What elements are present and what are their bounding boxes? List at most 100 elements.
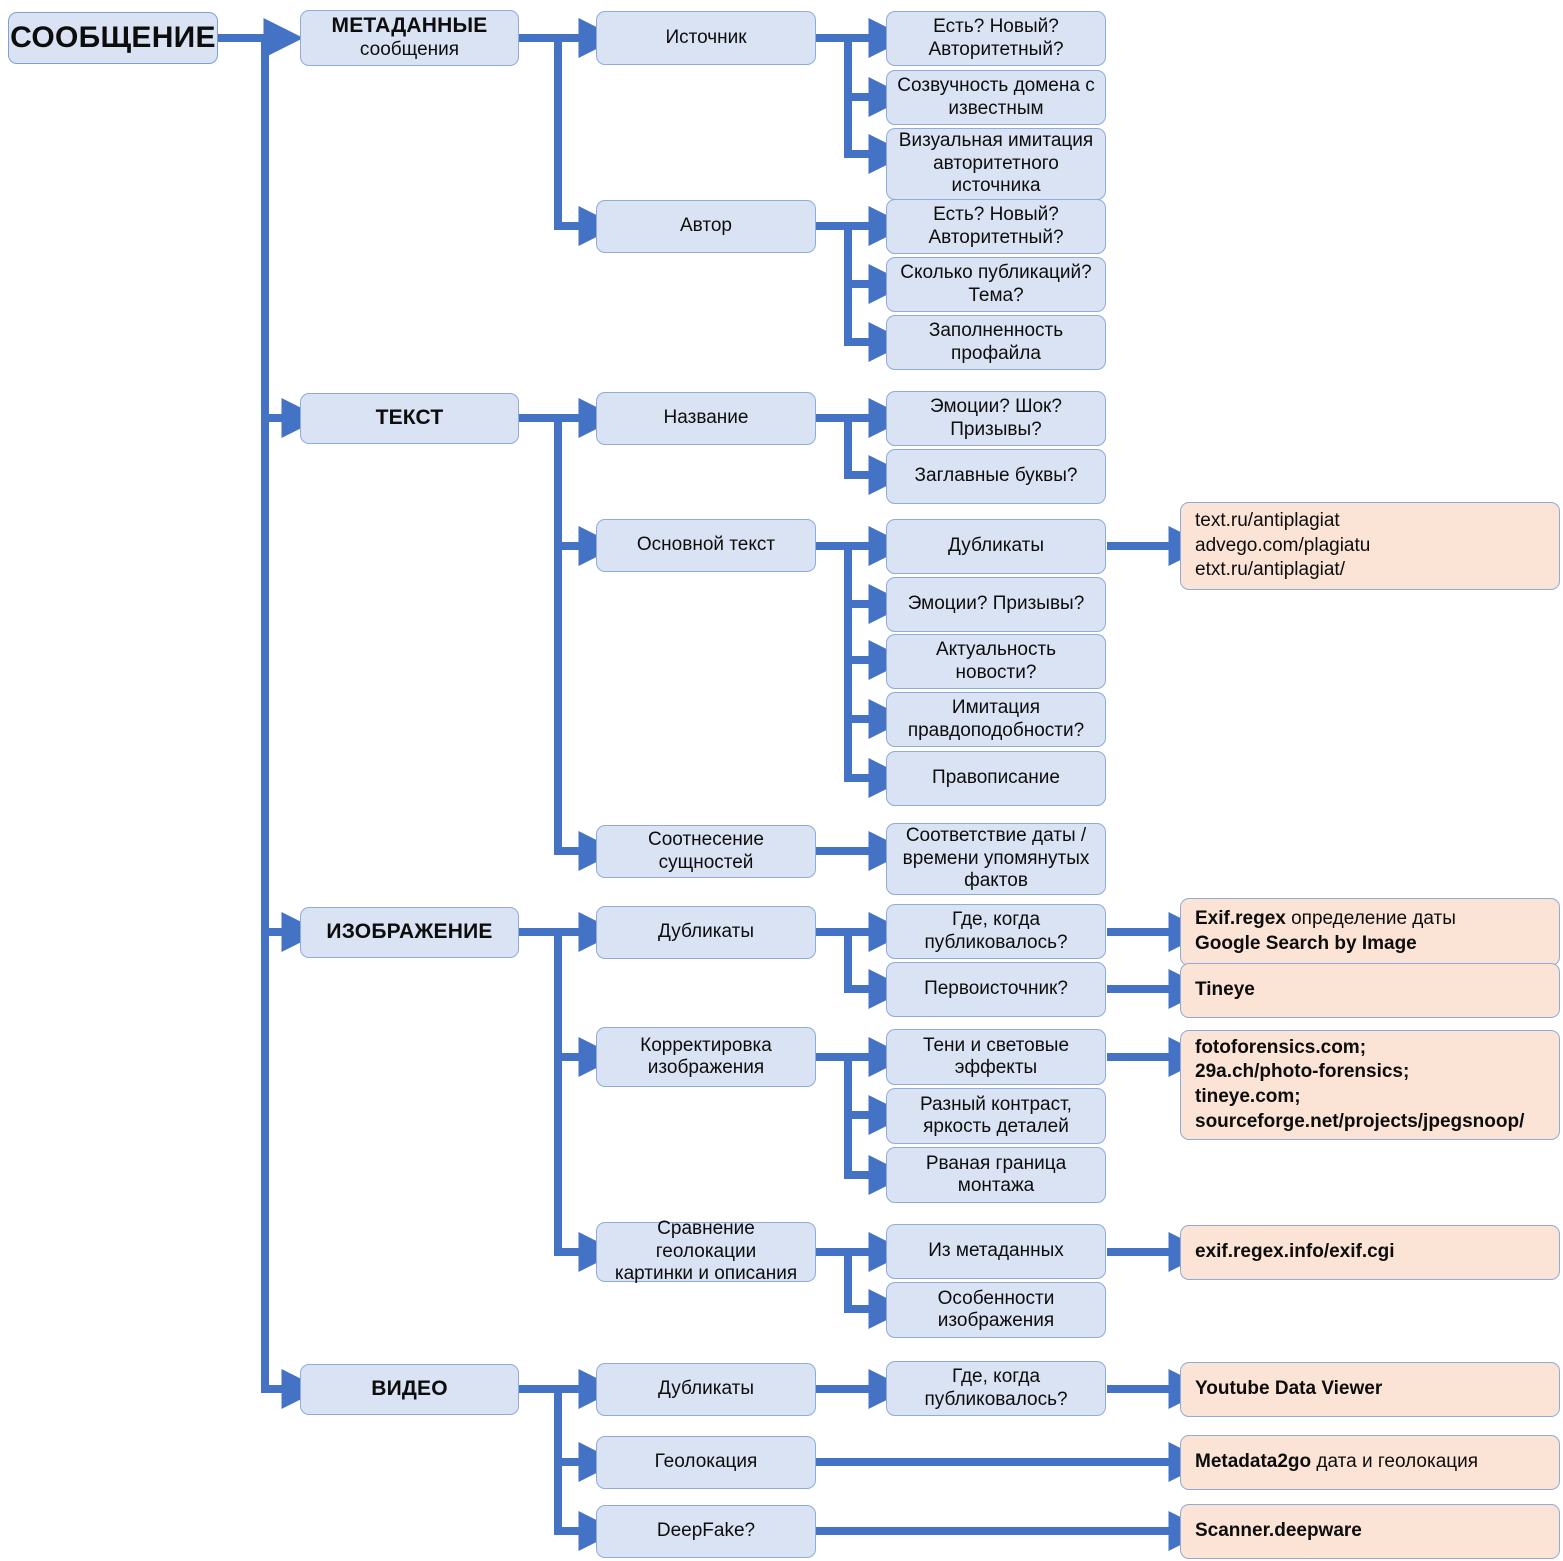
node-video-geolocation[interactable]: Геолокация: [596, 1436, 816, 1489]
node-capital-letters[interactable]: Заглавные буквы?: [886, 449, 1106, 504]
node-profile-completeness[interactable]: Заполненность профайла: [886, 315, 1106, 370]
node-entity-matching[interactable]: Соотнесение сущностей: [596, 825, 816, 878]
node-original-source-label: Первоисточник?: [924, 978, 1068, 1000]
node-image[interactable]: ИЗОБРАЖЕНИЕ: [300, 907, 519, 958]
tool-exif-info[interactable]: exif.regex.info/exif.cgi: [1180, 1225, 1560, 1280]
node-date-time-match-label: Соответствие даты / времени упомянутых ф…: [902, 825, 1090, 892]
node-plausibility-imitation[interactable]: Имитация правдоподобности?: [886, 692, 1106, 747]
tool-line: Google Search by Image: [1195, 933, 1417, 954]
node-metadata[interactable]: МЕТАДАННЫЕ сообщения: [300, 10, 519, 66]
tool-forensics[interactable]: fotoforensics.com; 29a.ch/photo-forensic…: [1180, 1030, 1560, 1140]
node-source-exists-label: Есть? Новый? Авторитетный?: [928, 16, 1064, 60]
node-video-where-when[interactable]: Где, когда публиковалось?: [886, 1361, 1106, 1416]
node-visual-imitation-label: Визуальная имитация авторитетного источн…: [898, 130, 1094, 197]
node-text-duplicates-label: Дубликаты: [948, 535, 1044, 557]
tool-exif-info-lines: exif.regex.info/exif.cgi: [1195, 1240, 1395, 1265]
node-publication-count-label: Сколько публикаций? Тема?: [900, 262, 1092, 306]
node-geo-comparison-label: Сравнение геолокации картинки и описания: [614, 1218, 798, 1285]
tool-line: text.ru/antiplagiat: [1195, 509, 1340, 531]
node-image-correction-label: Корректировка изображения: [640, 1034, 772, 1078]
node-metadata-text: МЕТАДАННЫЕ сообщения: [332, 14, 488, 61]
node-author-exists-label: Есть? Новый? Авторитетный?: [928, 204, 1064, 248]
node-entity-matching-label: Соотнесение сущностей: [648, 829, 764, 873]
node-body-text-label: Основной текст: [636, 534, 776, 556]
node-shadows-light[interactable]: Тени и световые эффекты: [886, 1029, 1106, 1085]
node-image-duplicates[interactable]: Дубликаты: [596, 906, 816, 959]
node-original-source[interactable]: Первоисточник?: [886, 962, 1106, 1017]
node-shadows-light-label: Тени и световые эффекты: [922, 1034, 1070, 1078]
node-headline-label: Название: [663, 407, 749, 429]
tool-line: advego.com/plagiatu: [1195, 534, 1371, 556]
node-video-duplicates[interactable]: Дубликаты: [596, 1363, 816, 1416]
tool-line: fotoforensics.com;: [1195, 1036, 1367, 1058]
tool-line: exif.regex.info/exif.cgi: [1195, 1241, 1395, 1263]
tool-scanner-deepware[interactable]: Scanner.deepware: [1180, 1504, 1560, 1559]
tool-metadata2go-lines: Metadata2go дата и геолокация: [1195, 1450, 1478, 1475]
node-root-label: СООБЩЕНИЕ: [10, 21, 216, 55]
node-domain-similarity-label: Созвучность домена с известным: [897, 75, 1095, 119]
tool-scanner-lines: Scanner.deepware: [1195, 1519, 1362, 1544]
node-news-relevance[interactable]: Актуальность новости?: [886, 634, 1106, 689]
tool-image-date-lines: Exif.regex определение даты Google Searc…: [1195, 907, 1456, 956]
tool-metadata2go[interactable]: Metadata2go дата и геолокация: [1180, 1435, 1560, 1490]
node-emotions-calls-label: Эмоции? Призывы?: [907, 593, 1085, 615]
tool-line: Metadata2go дата и геолокация: [1195, 1451, 1479, 1473]
node-video-where-when-label: Где, когда публиковалось?: [924, 1366, 1068, 1410]
node-image-correction[interactable]: Корректировка изображения: [596, 1027, 816, 1087]
node-emotions-shock[interactable]: Эмоции? Шок? Призывы?: [886, 391, 1106, 446]
node-headline[interactable]: Название: [596, 392, 816, 445]
node-source[interactable]: Источник: [596, 11, 816, 65]
node-from-metadata-label: Из метаданных: [928, 1240, 1064, 1262]
tool-youtube-lines: Youtube Data Viewer: [1195, 1377, 1382, 1402]
node-text-duplicates[interactable]: Дубликаты: [886, 519, 1106, 574]
node-visual-imitation[interactable]: Визуальная имитация авторитетного источн…: [886, 128, 1106, 200]
node-emotions-shock-label: Эмоции? Шок? Призывы?: [930, 396, 1062, 440]
node-metadata-sublabel: сообщения: [359, 39, 460, 61]
node-emotions-calls[interactable]: Эмоции? Призывы?: [886, 577, 1106, 632]
tool-image-date[interactable]: Exif.regex определение даты Google Searc…: [1180, 898, 1560, 966]
tool-tineye-lines: Tineye: [1195, 978, 1255, 1003]
node-author-label: Автор: [680, 215, 732, 237]
tool-line: Youtube Data Viewer: [1195, 1378, 1383, 1400]
node-deepfake-label: DeepFake?: [656, 1520, 756, 1542]
node-from-metadata[interactable]: Из метаданных: [886, 1224, 1106, 1279]
node-text[interactable]: ТЕКСТ: [300, 393, 519, 444]
node-body-text[interactable]: Основной текст: [596, 519, 816, 572]
node-profile-completeness-label: Заполненность профайла: [928, 320, 1064, 364]
node-author-exists[interactable]: Есть? Новый? Авторитетный?: [886, 199, 1106, 254]
tool-tineye[interactable]: Tineye: [1180, 963, 1560, 1018]
node-video[interactable]: ВИДЕО: [300, 1364, 519, 1415]
node-metadata-label: МЕТАДАННЫЕ: [331, 14, 488, 38]
node-source-exists[interactable]: Есть? Новый? Авторитетный?: [886, 11, 1106, 66]
node-author[interactable]: Автор: [596, 200, 816, 253]
tool-plagiarism[interactable]: text.ru/antiplagiat advego.com/plagiatu …: [1180, 502, 1560, 590]
node-contrast-brightness[interactable]: Разный контраст, яркость деталей: [886, 1088, 1106, 1144]
node-geo-comparison[interactable]: Сравнение геолокации картинки и описания: [596, 1218, 816, 1284]
node-image-where-when-label: Где, когда публиковалось?: [924, 909, 1068, 953]
node-video-label: ВИДЕО: [371, 1377, 448, 1401]
node-image-duplicates-label: Дубликаты: [658, 921, 754, 943]
node-publication-count[interactable]: Сколько публикаций? Тема?: [886, 257, 1106, 312]
tool-line: 29a.ch/photo-forensics;: [1195, 1061, 1410, 1083]
node-image-features[interactable]: Особенности изображения: [886, 1282, 1106, 1338]
node-plausibility-imitation-label: Имитация правдоподобности?: [907, 697, 1085, 741]
node-news-relevance-label: Актуальность новости?: [935, 639, 1057, 683]
node-image-where-when[interactable]: Где, когда публиковалось?: [886, 904, 1106, 959]
tool-line: etxt.ru/antiplagiat/: [1195, 559, 1345, 581]
node-deepfake[interactable]: DeepFake?: [596, 1505, 816, 1558]
node-video-geolocation-label: Геолокация: [654, 1451, 758, 1473]
node-root[interactable]: СООБЩЕНИЕ: [8, 12, 218, 64]
node-ragged-edge-label: Рваная граница монтажа: [925, 1152, 1067, 1196]
node-source-label: Источник: [665, 26, 747, 48]
node-spelling[interactable]: Правописание: [886, 751, 1106, 806]
node-video-duplicates-label: Дубликаты: [658, 1378, 754, 1400]
tool-line: tineye.com;: [1195, 1086, 1301, 1107]
tool-youtube-data-viewer[interactable]: Youtube Data Viewer: [1180, 1362, 1560, 1417]
node-contrast-brightness-label: Разный контраст, яркость деталей: [920, 1093, 1072, 1137]
tool-plagiarism-lines: text.ru/antiplagiat advego.com/plagiatu …: [1195, 509, 1370, 583]
node-ragged-edge[interactable]: Рваная граница монтажа: [886, 1147, 1106, 1203]
node-image-label: ИЗОБРАЖЕНИЕ: [326, 920, 493, 944]
node-domain-similarity[interactable]: Созвучность домена с известным: [886, 70, 1106, 125]
node-date-time-match[interactable]: Соответствие даты / времени упомянутых ф…: [886, 823, 1106, 895]
